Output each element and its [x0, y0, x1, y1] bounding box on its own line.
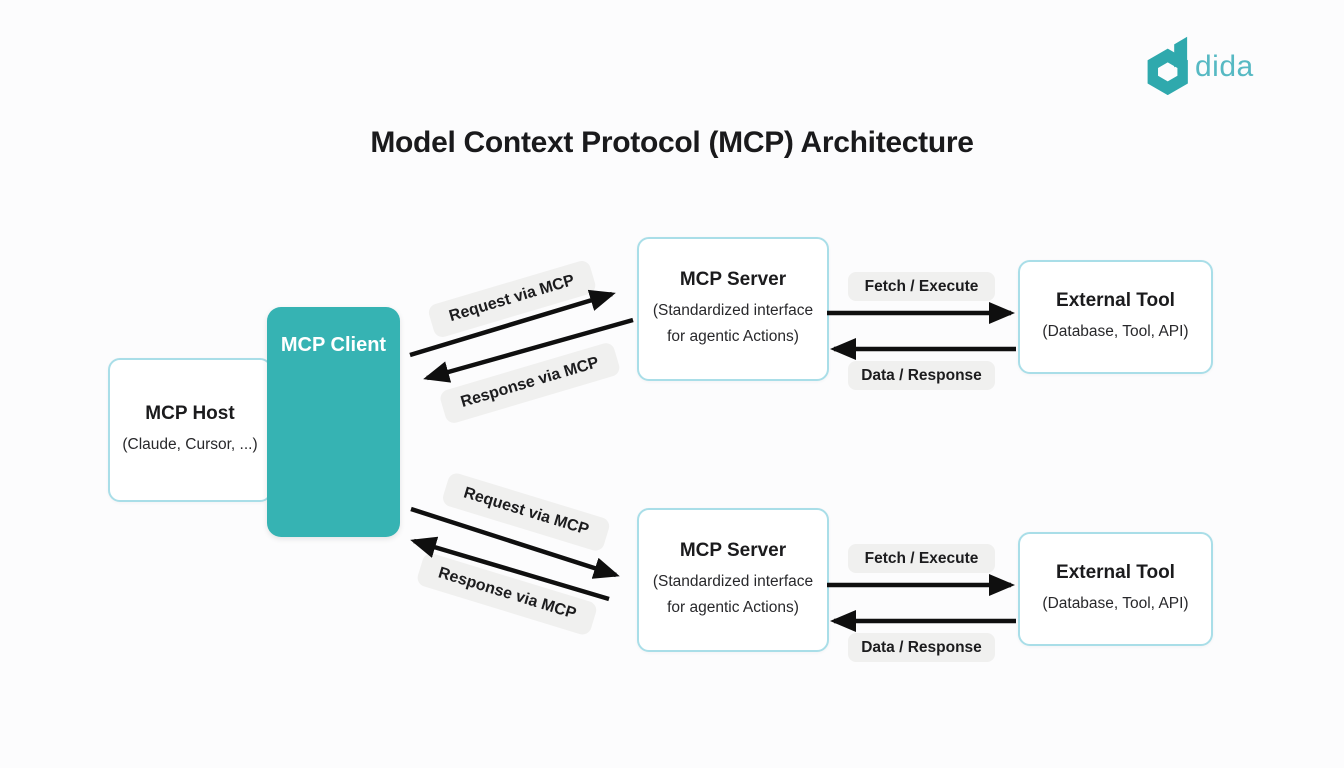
fetch-execute-label-bottom: Fetch / Execute	[848, 544, 995, 573]
dida-hexagon-d-icon	[1147, 36, 1188, 95]
dida-logo-text: dida	[1195, 50, 1254, 83]
response-via-mcp-label-top: Response via MCP	[438, 340, 622, 426]
mcp-server-subtitle-line2: for agentic Actions)	[667, 598, 799, 616]
page-title: Model Context Protocol (MCP) Architectur…	[370, 126, 974, 159]
response-via-mcp-label-bottom: Response via MCP	[415, 551, 599, 637]
external-tool-subtitle: (Database, Tool, API)	[1042, 322, 1189, 340]
mcp-server-subtitle: (Standardized interface for agentic Acti…	[653, 569, 813, 621]
mcp-server-subtitle-line1: (Standardized interface	[652, 301, 814, 319]
request-via-mcp-label-top: Request via MCP	[426, 258, 598, 340]
dida-logo: dida	[1144, 31, 1254, 95]
mcp-server-subtitle: (Standardized interface for agentic Acti…	[653, 298, 813, 350]
data-response-label-top: Data / Response	[848, 361, 995, 390]
data-response-label-bottom: Data / Response	[848, 633, 995, 662]
mcp-host-subtitle: (Claude, Cursor, ...)	[122, 435, 258, 453]
mcp-host-title: MCP Host	[145, 402, 235, 424]
mcp-server-subtitle-line1: (Standardized interface	[652, 572, 814, 590]
external-tool-box-top: External Tool (Database, Tool, API)	[1018, 260, 1213, 374]
mcp-client-title: MCP Client	[280, 334, 387, 356]
mcp-server-subtitle-line2: for agentic Actions)	[667, 327, 799, 345]
external-tool-subtitle: (Database, Tool, API)	[1042, 594, 1189, 612]
external-tool-title: External Tool	[1056, 561, 1175, 583]
external-tool-title: External Tool	[1056, 289, 1175, 311]
mcp-server-title: MCP Server	[679, 539, 787, 561]
mcp-server-box-top: MCP Server (Standardized interface for a…	[637, 237, 829, 381]
request-via-mcp-label-bottom: Request via MCP	[440, 471, 612, 553]
mcp-server-title: MCP Server	[679, 268, 787, 290]
external-tool-box-bottom: External Tool (Database, Tool, API)	[1018, 532, 1213, 646]
mcp-host-box: MCP Host (Claude, Cursor, ...)	[108, 358, 272, 502]
mcp-server-box-bottom: MCP Server (Standardized interface for a…	[637, 508, 829, 652]
fetch-execute-label-top: Fetch / Execute	[848, 272, 995, 301]
mcp-client-box: MCP Client	[267, 307, 400, 537]
